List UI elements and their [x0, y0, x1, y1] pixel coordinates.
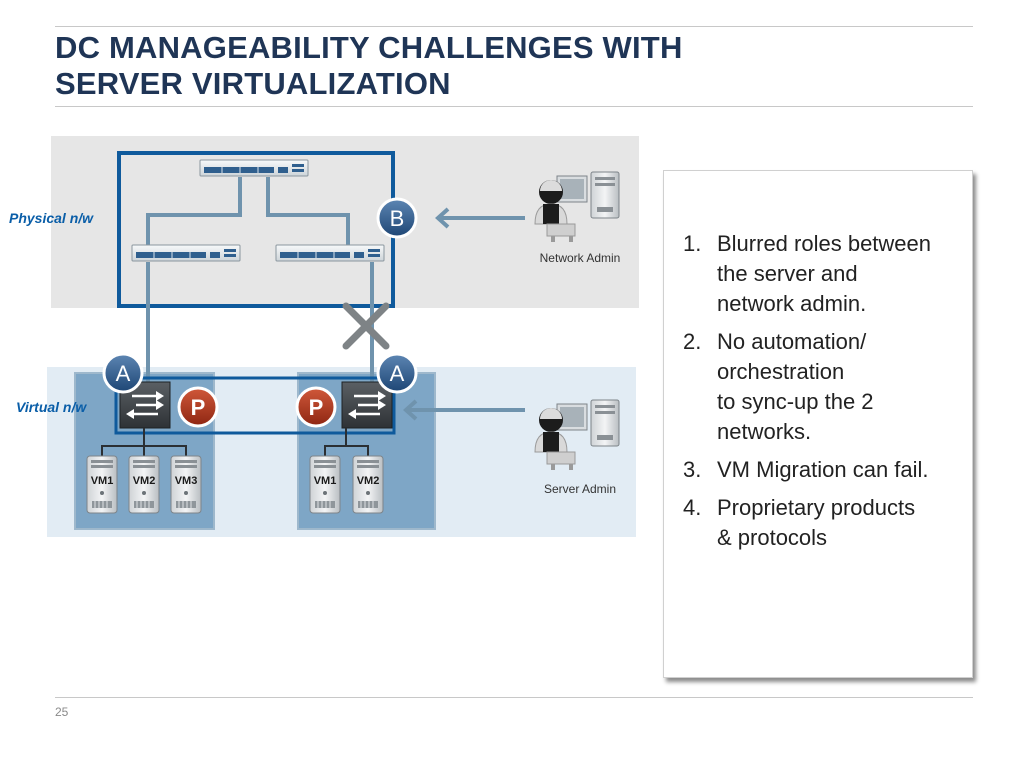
- badge-p-right: P: [295, 386, 337, 428]
- vm-label-left-3: VM3: [175, 475, 198, 487]
- badge-b: B: [376, 197, 418, 239]
- physical-links: [146, 177, 350, 245]
- vm-links: [101, 428, 369, 458]
- title-rule: [55, 106, 973, 107]
- virtual-link-frame: [114, 376, 396, 435]
- virtual-network-label: Virtual n/w: [16, 399, 87, 415]
- challenge-number: 3.: [683, 457, 702, 482]
- page-number: 25: [55, 705, 69, 719]
- vm-label-right-2: VM2: [357, 475, 380, 487]
- core-switch: [199, 159, 309, 177]
- failure-x-icon: [342, 302, 390, 350]
- challenge-number: 2.: [683, 329, 702, 354]
- challenge-text: Proprietary products & protocols: [717, 495, 916, 550]
- badge-a-right: A: [376, 352, 418, 394]
- vm-label-left-1: VM1: [91, 475, 114, 487]
- challenge-item-2: 2. No automation/ orchestration to sync-u…: [683, 327, 973, 447]
- footer-rule: [55, 697, 973, 698]
- title-line-1: DC MANAGEABILITY CHALLENGES WITH: [55, 30, 683, 65]
- challenge-text: VM Migration can fail.: [717, 457, 929, 482]
- badge-p-left-label: P: [191, 395, 206, 420]
- title-line-2: SERVER VIRTUALIZATION: [55, 66, 451, 101]
- badge-b-label: B: [390, 206, 405, 231]
- access-switch-left: [131, 244, 241, 262]
- badge-a-right-label: A: [390, 361, 405, 386]
- vm-label-left-2: VM2: [133, 475, 156, 487]
- physical-network-label: Physical n/w: [9, 210, 94, 226]
- badge-p-right-label: P: [309, 395, 324, 420]
- vm-label-right-1: VM1: [314, 475, 337, 487]
- challenge-text: No automation/ orchestration to sync-up …: [717, 329, 874, 444]
- challenge-number: 1.: [683, 231, 702, 256]
- challenge-item-3: 3. VM Migration can fail.: [683, 455, 973, 485]
- challenges-list: 1. Blurred roles between the server and n…: [683, 229, 973, 561]
- access-switch-right: [275, 244, 385, 262]
- slide-title: DC MANAGEABILITY CHALLENGES WITH SERVER …: [55, 30, 955, 102]
- server-admin-label: Server Admin: [544, 482, 616, 496]
- badge-a-left: A: [102, 352, 144, 394]
- challenges-panel: [663, 170, 973, 678]
- admin-arrows: [403, 207, 525, 421]
- challenge-item-1: 1. Blurred roles between the server and n…: [683, 229, 973, 319]
- badge-a-left-label: A: [116, 361, 131, 386]
- challenge-item-4: 4. Proprietary products & protocols: [683, 493, 973, 553]
- challenge-number: 4.: [683, 495, 702, 520]
- top-rule: [55, 26, 973, 27]
- challenge-text: Blurred roles between the server and net…: [717, 231, 932, 316]
- network-admin-label: Network Admin: [540, 251, 621, 265]
- badge-p-left: P: [177, 386, 219, 428]
